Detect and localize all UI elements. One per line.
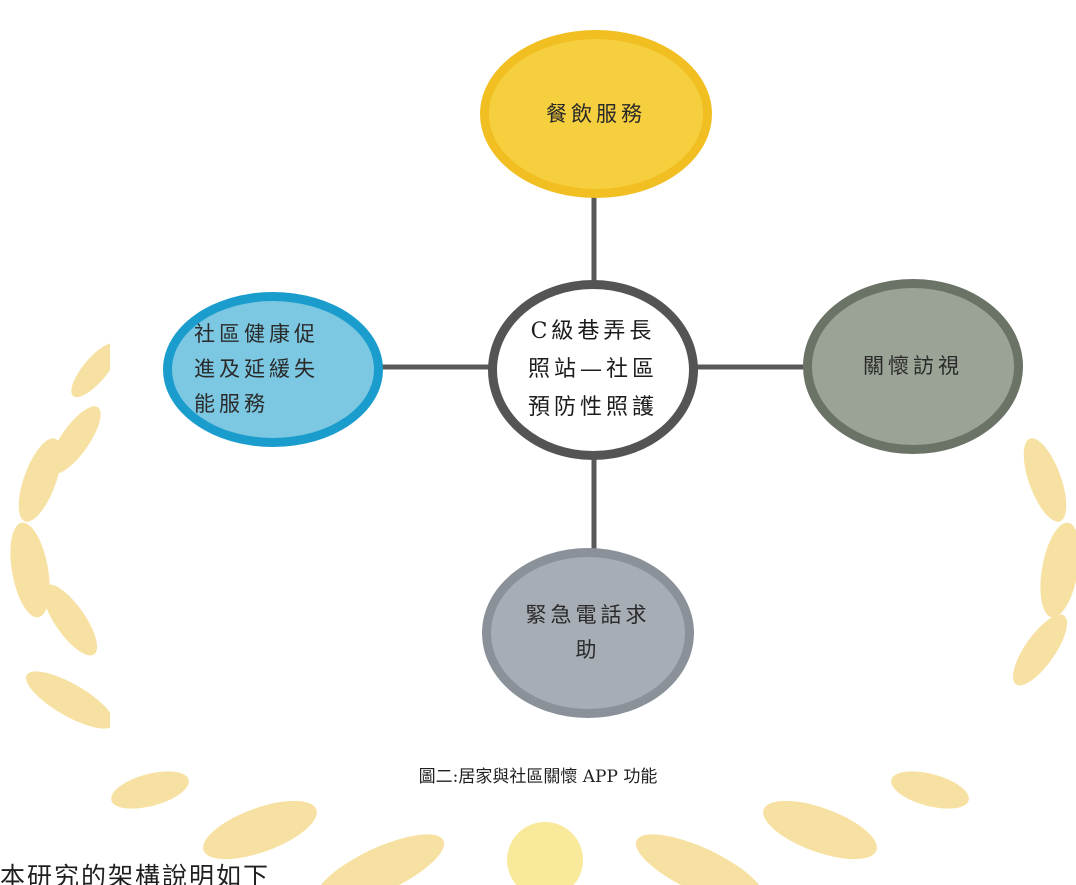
- node-health-promotion: 社區健康促 進及延緩失 能服務: [163, 292, 383, 447]
- leaf-shape: [111, 771, 189, 809]
- leaf-shape: [763, 800, 877, 860]
- leaf-shape: [25, 671, 115, 729]
- flower-shape: [507, 822, 583, 885]
- figure-caption: 圖二:居家與社區關懷 APP 功能: [418, 767, 658, 787]
- node-center-station: C級巷弄長 照站—社區 預防性照護: [488, 280, 698, 460]
- leaf-shape: [315, 834, 445, 885]
- leaf-shape: [10, 522, 50, 618]
- leaf-shape: [42, 584, 98, 656]
- leaf-shape: [71, 342, 119, 398]
- leaf-shape: [203, 800, 317, 860]
- node-emergency-call: 緊急電話求 助: [482, 548, 694, 718]
- body-paragraph: 本研究的架構說明如下: [0, 862, 271, 885]
- leaf-shape: [49, 406, 101, 474]
- node-care-visit: 關懷訪視: [803, 279, 1023, 454]
- leaf-shape: [1012, 614, 1068, 686]
- leaf-shape: [891, 771, 969, 809]
- node-meal-service: 餐飲服務: [480, 30, 712, 198]
- leaf-shape: [1023, 438, 1067, 522]
- leaf-shape: [1040, 522, 1076, 618]
- leaf-shape: [635, 834, 765, 885]
